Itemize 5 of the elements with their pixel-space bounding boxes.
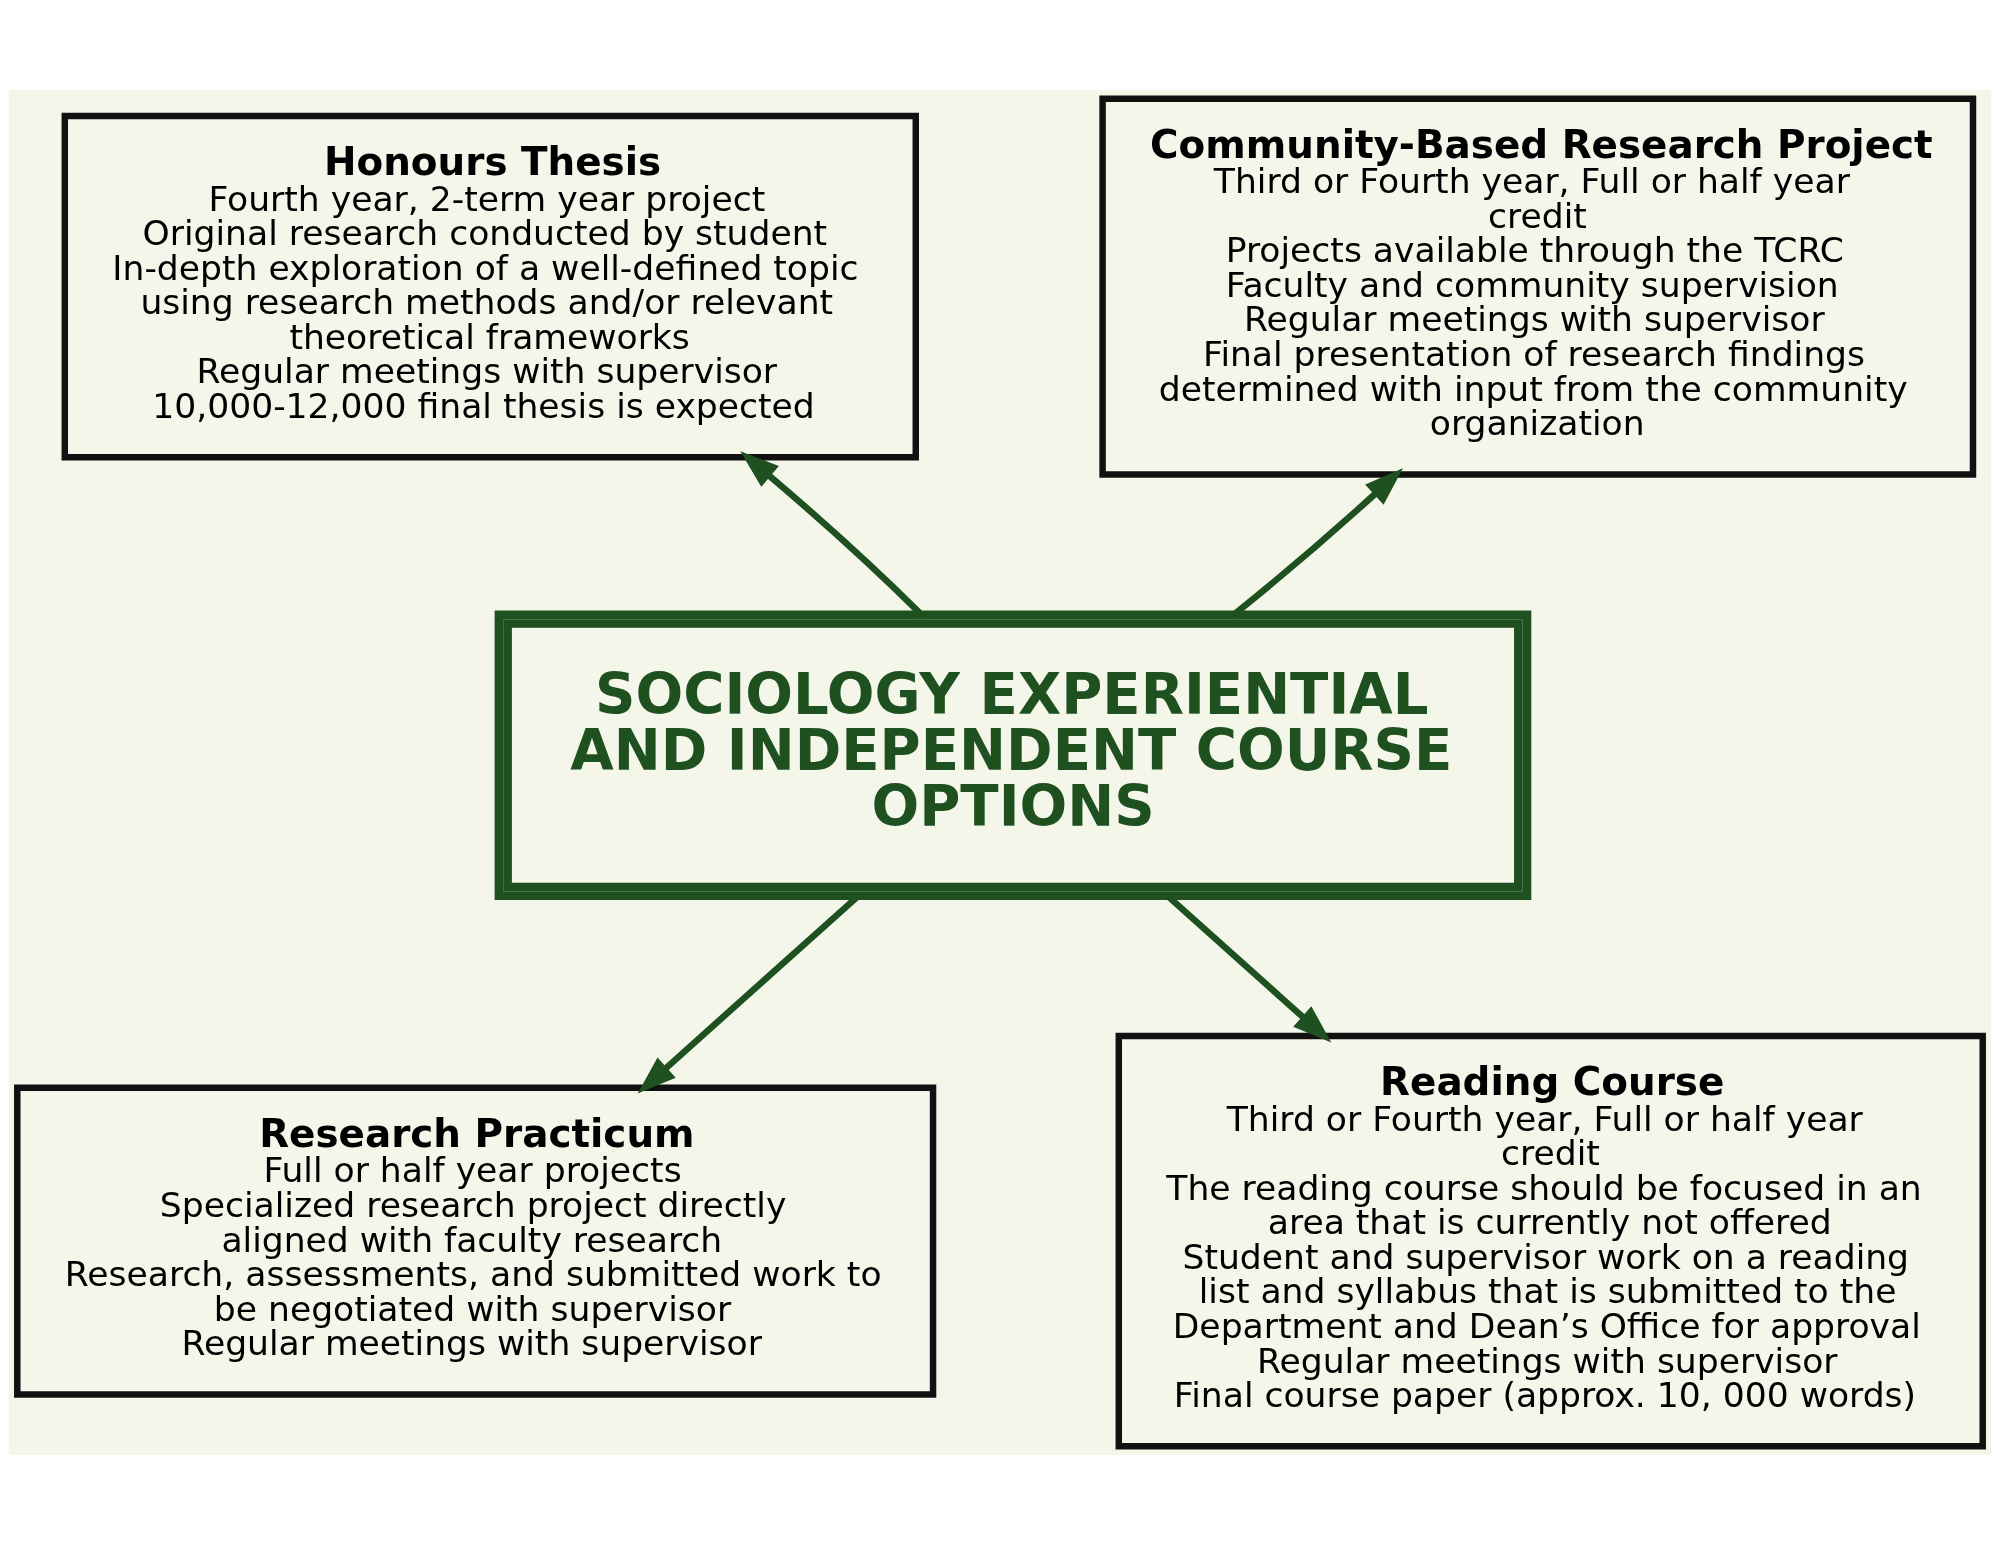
node-box: SOCIOLOGY EXPERIENTIAL AND INDEPENDENT COURSE OPTIONS xyxy=(494,610,1532,900)
node-box: Research Practicum Full or half year projects Specialized research project directly aligned with faculty research Research, assessments, and submitted work to be negotiated with supervisor Regular meetings with supervisor xyxy=(14,1084,937,1398)
node-box: Reading Course Third or Fourth year, Full or half year credit The reading course should be focused in an area that is currently not offered Student and supervisor work on a reading list and syllabus that is submitted to the Department and Dean’s Office for approval Regular meetings with supervisor Final course paper (approx. 10, 000 words) xyxy=(1115,1032,1986,1450)
node-box: Honours Thesis Fourth year, 2-term year project Original research conducted by student In-depth exploration of a well-defined topic using research methods and/or relevant theoretical frameworks Regular meetings with supervisor 10,000-12,000 final thesis is expected xyxy=(61,112,919,461)
node-box: Community-Based Research Project Third or Fourth year, Full or half year credit Projects available through the TCRC Faculty and community supervision Regular meetings with supervisor Final presentation of research findings determined with input from the community organization xyxy=(1099,95,1977,478)
